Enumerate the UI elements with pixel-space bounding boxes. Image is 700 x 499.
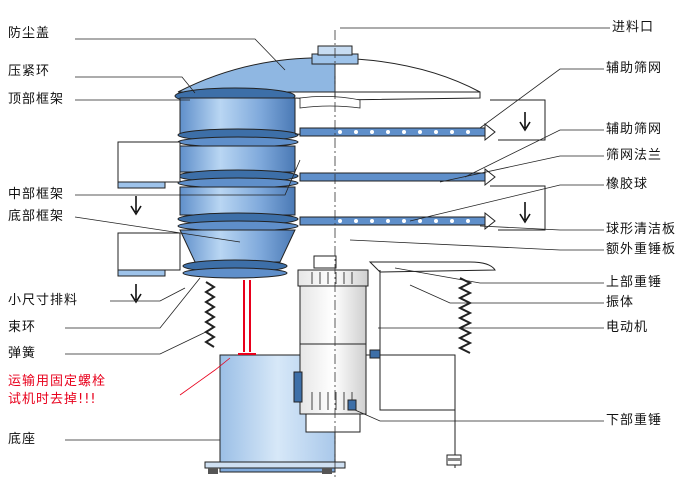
label-extra-weight-plate: 额外重锤板 (606, 242, 677, 257)
label-bottom-frame: 底部框架 (8, 209, 65, 224)
label-clamp-ring: 束环 (8, 320, 37, 335)
label-feed-inlet: 进料口 (612, 20, 655, 35)
warning-line-1: 运输用固定螺栓 (8, 374, 107, 389)
leader-lines-right (340, 27, 610, 422)
label-motor: 电动机 (606, 320, 649, 335)
label-dust-cover: 防尘盖 (8, 26, 51, 41)
motor (293, 255, 381, 433)
label-ball-cleaning-plate: 球形清洁板 (606, 222, 677, 237)
label-lower-weight: 下部重锤 (606, 413, 663, 428)
label-top-frame: 顶部框架 (8, 92, 65, 107)
label-aux-screen-2: 辅助筛网 (606, 122, 663, 137)
transport-bolt (238, 280, 256, 355)
label-middle-frame: 中部框架 (8, 187, 65, 202)
label-pressure-ring: 压紧环 (8, 64, 51, 79)
label-base: 底座 (8, 432, 37, 447)
screen-layer-1 (299, 122, 496, 142)
label-screen-flange: 筛网法兰 (606, 148, 663, 163)
label-vibrating-body: 振体 (606, 295, 635, 310)
leader-lines-left (65, 38, 301, 441)
spring-left (204, 281, 216, 348)
cutaway-section (299, 91, 546, 411)
label-spring: 弹簧 (8, 346, 37, 361)
vibrating-body (117, 45, 481, 279)
screen-layer-3 (299, 211, 496, 231)
label-upper-weight: 上部重锤 (606, 275, 663, 290)
warning-line-2: 试机时去掉!!! (8, 392, 97, 407)
label-small-discharge: 小尺寸排料 (8, 293, 79, 308)
screen-layer-2 (299, 167, 496, 187)
label-aux-screen-1: 辅助筛网 (606, 61, 663, 76)
label-rubber-ball: 橡胶球 (606, 177, 649, 192)
rubber-balls (338, 130, 470, 223)
